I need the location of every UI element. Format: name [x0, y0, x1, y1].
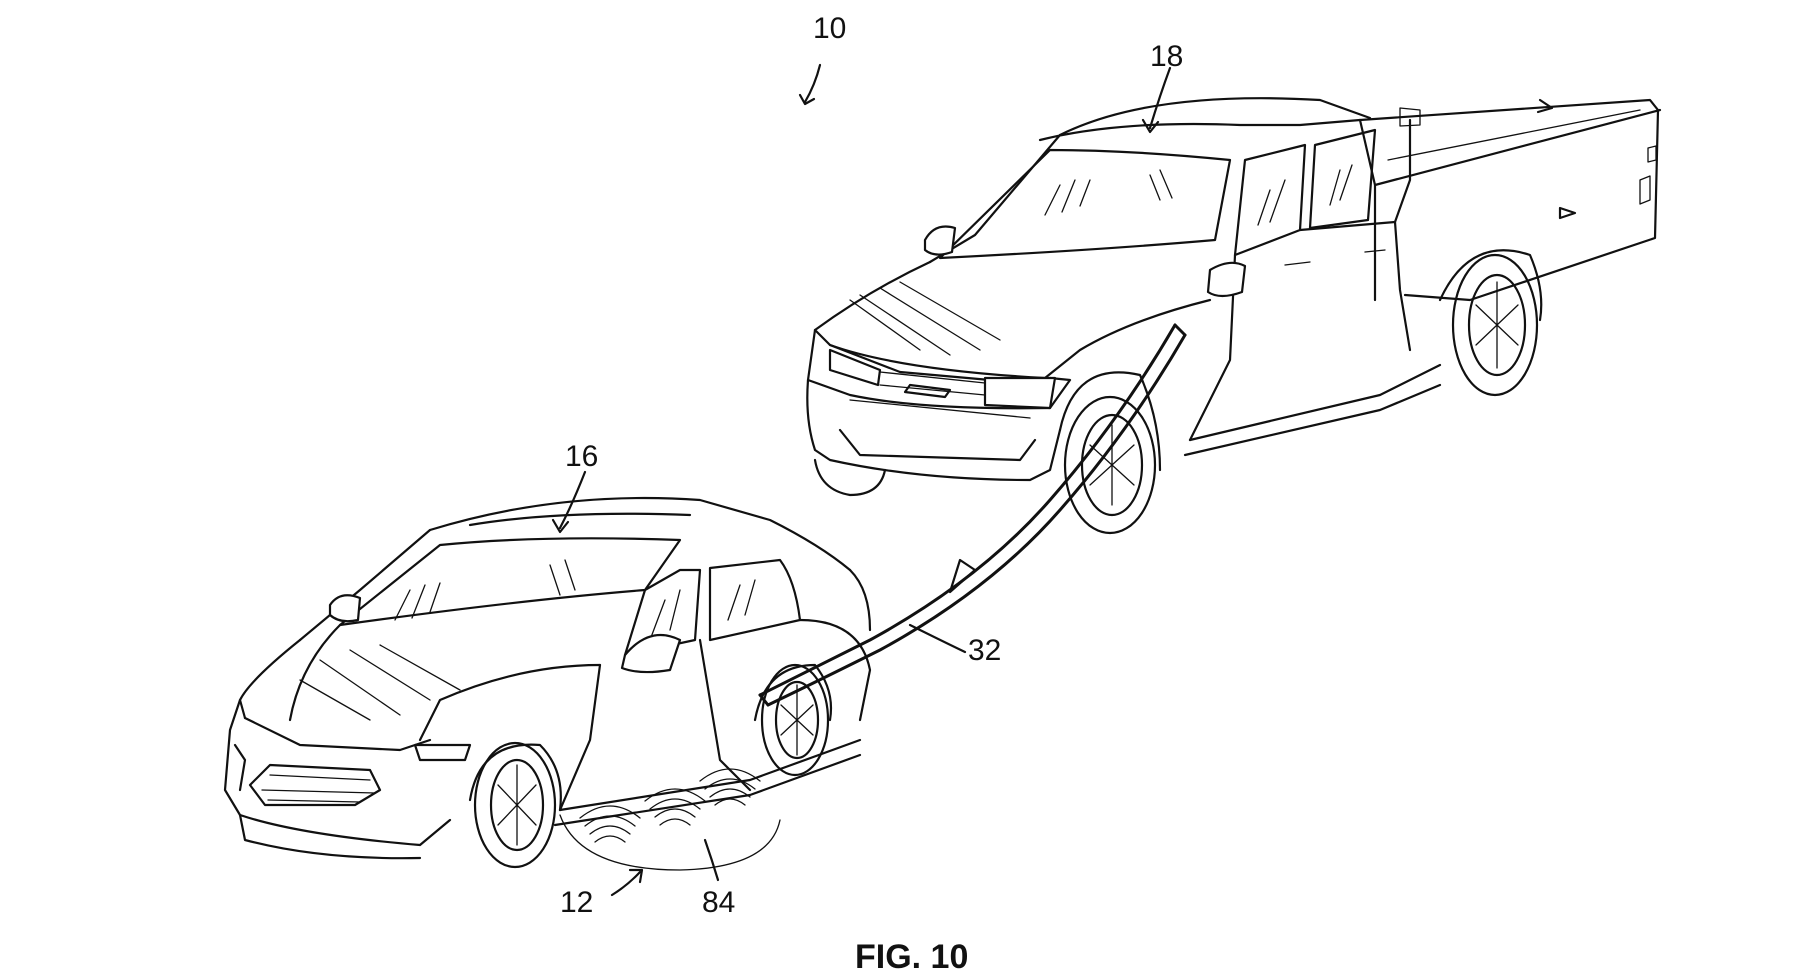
arrow-12-icon	[610, 870, 642, 897]
figure-caption: FIG. 10	[855, 938, 968, 976]
leader-lines	[551, 63, 1172, 897]
ref-numeral-10: 10	[813, 12, 846, 45]
arrow-16-icon	[558, 470, 587, 530]
signal-waves-icon-3	[699, 768, 761, 806]
signal-waves-icon-1	[579, 805, 641, 843]
ref-numeral-84: 84	[702, 886, 735, 919]
ref-numeral-12: 12	[560, 886, 593, 919]
ref-numeral-18: 18	[1150, 40, 1183, 73]
charging-cable	[758, 323, 1187, 707]
arrow-10-icon	[803, 63, 822, 104]
leader-84	[703, 838, 720, 882]
signal-waves-icon-2	[644, 788, 706, 826]
leader-32	[908, 623, 967, 654]
ref-numeral-32: 32	[968, 634, 1001, 667]
arrow-18-icon	[1148, 66, 1172, 130]
sedan-car	[223, 496, 872, 869]
wireless-ground-zone	[559, 768, 781, 871]
pickup-truck	[806, 97, 1662, 535]
ref-numeral-16: 16	[565, 440, 598, 473]
cable-arrow-icon	[948, 558, 977, 594]
